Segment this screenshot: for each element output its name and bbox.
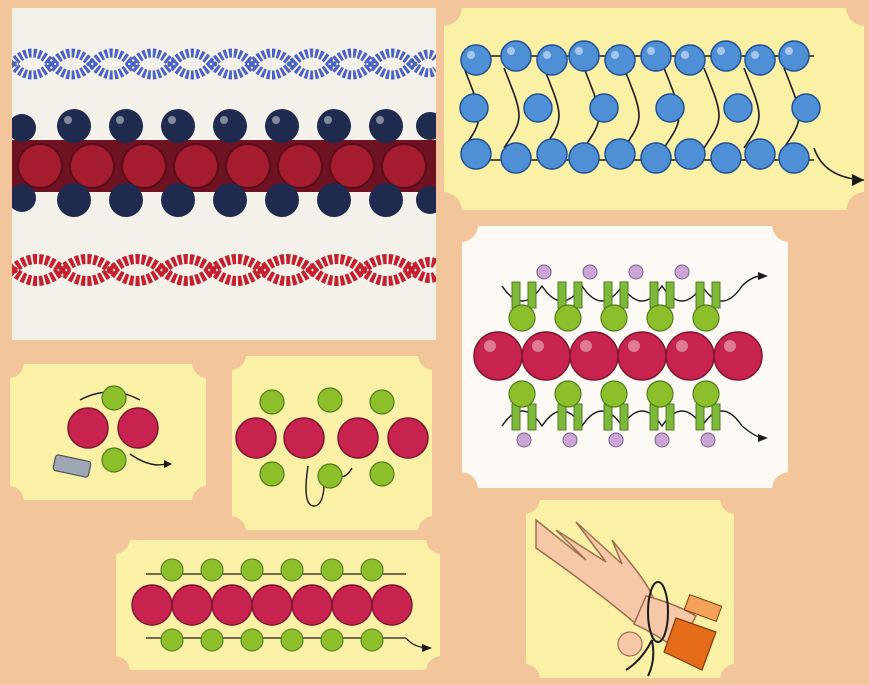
step2-diagram-panel — [232, 356, 432, 530]
wrist-illustration — [526, 500, 734, 678]
red-seed-chain — [12, 259, 436, 281]
pink-green-diagram-panel — [462, 226, 788, 488]
step1-diagram — [10, 364, 206, 500]
pink-green-diagram — [462, 226, 788, 488]
step2-diagram — [232, 356, 432, 530]
row-diagram — [116, 540, 440, 670]
bead-photo — [12, 8, 436, 340]
wrist-illustration-panel — [526, 500, 734, 678]
blue-bead-diagram — [444, 8, 864, 210]
bead-photo-panel — [12, 8, 436, 340]
row-diagram-panel — [116, 540, 440, 670]
step1-diagram-panel — [10, 364, 206, 500]
dark-red-bracelet — [12, 109, 436, 217]
blue-bead-diagram-panel — [444, 8, 864, 210]
blue-seed-chain — [12, 53, 436, 75]
